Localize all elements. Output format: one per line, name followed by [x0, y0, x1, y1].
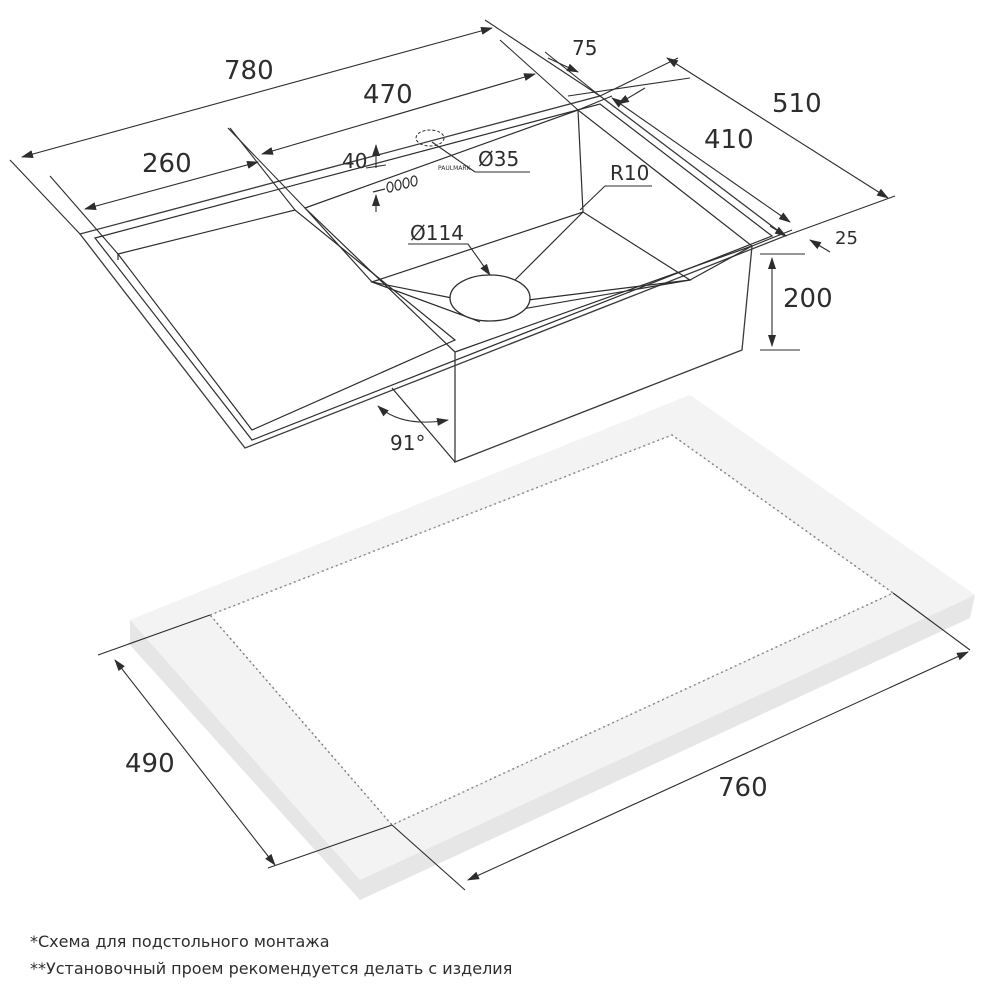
- dim-bowl-depth: 200: [760, 253, 833, 351]
- overall-width-label: 510: [772, 89, 822, 119]
- wall-angle-label: 91°: [390, 431, 425, 455]
- cutout-length-label: 760: [718, 773, 768, 803]
- overflow-slots: PAULMARK: [372, 165, 472, 193]
- footnotes: *Схема для подстольного монтажа **Устано…: [30, 928, 512, 982]
- drainer-length-label: 260: [142, 149, 192, 179]
- bowl-length-label: 470: [363, 80, 413, 110]
- rim-width-label: 25: [835, 228, 858, 249]
- overall-length-label: 780: [224, 56, 274, 86]
- dim-bowl-length: 470: [227, 39, 579, 209]
- bowl-depth-label: 200: [783, 284, 833, 314]
- dim-drain-hole: Ø114: [408, 221, 491, 276]
- footnote-undermount: *Схема для подстольного монтажа: [30, 932, 330, 951]
- cutout-width-label: 490: [125, 749, 175, 779]
- dim-drainer-length: 260: [49, 127, 296, 255]
- corner-radius-label: R10: [610, 161, 649, 185]
- drain-hole: [449, 274, 531, 322]
- tap-hole-label: Ø35: [478, 147, 519, 171]
- dim-corner-radius: R10: [579, 161, 652, 211]
- tap-offset-label: 40: [342, 149, 367, 173]
- footnote-cutout: **Установочный проем рекомендуется делат…: [30, 959, 513, 978]
- bowl-underside: [454, 245, 753, 463]
- drain-hole-label: Ø114: [410, 221, 464, 245]
- dim-rim-gap: 75: [544, 36, 691, 105]
- sink-rim-inner-outline: [93, 103, 774, 441]
- dim-rim-width: 25: [769, 225, 858, 253]
- dim-tap-offset: 40: [342, 144, 387, 212]
- dim-wall-angle: 91°: [377, 405, 449, 455]
- dim-overall-length: 780: [9, 19, 601, 235]
- countertop: [130, 395, 975, 900]
- bowl-width-label: 410: [704, 125, 754, 155]
- dim-cutout-width: 490: [97, 614, 393, 869]
- dim-bowl-width: 410: [577, 95, 793, 247]
- drainer-board: [116, 209, 457, 431]
- dim-cutout-length: 760: [391, 592, 971, 891]
- bowl-opening: [303, 109, 754, 353]
- rim-gap-label: 75: [572, 36, 597, 60]
- svg-text:PAULMARK: PAULMARK: [438, 165, 472, 172]
- dim-tap-hole: Ø35: [431, 141, 530, 173]
